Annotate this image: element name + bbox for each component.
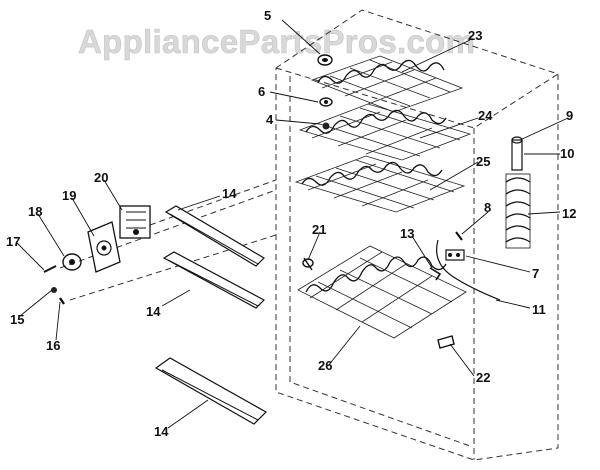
callout-10: 10 [560, 146, 574, 161]
callout-7: 7 [532, 266, 539, 281]
callout-labels: 5 23 6 4 24 25 9 10 8 12 13 21 7 11 22 2… [6, 8, 576, 439]
callout-14-middle: 14 [146, 304, 161, 319]
callout-13: 13 [400, 226, 414, 241]
callout-20: 20 [94, 170, 108, 185]
part-13-clip [429, 267, 442, 281]
callout-24: 24 [478, 108, 493, 123]
shelf-25 [294, 155, 466, 213]
fan-bracket-19 [87, 221, 121, 273]
callout-6: 6 [258, 84, 265, 99]
callout-18: 18 [28, 204, 42, 219]
callout-8: 8 [484, 200, 491, 215]
part-12-coil [505, 173, 531, 249]
part-17-screw [43, 265, 57, 273]
callout-19: 19 [62, 188, 76, 203]
callout-17: 17 [6, 234, 20, 249]
leader-lines [15, 19, 569, 429]
fan-blade-18 [62, 253, 82, 271]
callout-14-lower: 14 [154, 424, 169, 439]
part-10-tube [511, 136, 523, 171]
part-22-bracket [437, 335, 455, 349]
callout-16: 16 [46, 338, 60, 353]
part-5-grommet [317, 54, 333, 66]
callout-5: 5 [264, 8, 271, 23]
callout-12: 12 [562, 206, 576, 221]
fan-motor-20 [119, 205, 151, 239]
callout-15: 15 [10, 312, 24, 327]
part-16-grommet [59, 297, 65, 305]
shelf-23 [310, 55, 464, 113]
part-6-fitting [319, 97, 333, 107]
callout-26: 26 [318, 358, 332, 373]
callout-11: 11 [532, 302, 546, 317]
shelf-24 [298, 103, 472, 161]
shelf-26 [297, 245, 467, 339]
callout-23: 23 [468, 28, 482, 43]
callout-9: 9 [566, 108, 573, 123]
callout-21: 21 [312, 222, 326, 237]
cabinet-outline [275, 9, 559, 461]
part-8-screw [455, 231, 463, 241]
callout-22: 22 [476, 370, 490, 385]
trim-strip-14-lower [154, 357, 267, 425]
watermark-text: AppliancePartsPros.com [78, 23, 475, 60]
part-7-connector [445, 249, 465, 261]
part-4-screw [322, 122, 330, 130]
trim-strip-14-middle [162, 251, 265, 309]
callout-25: 25 [476, 154, 490, 169]
part-11-wire [436, 239, 501, 301]
trim-strip-14-upper [164, 205, 265, 267]
callout-4: 4 [266, 112, 274, 127]
part-15-grommet [51, 287, 57, 293]
callout-14-upper: 14 [222, 186, 237, 201]
